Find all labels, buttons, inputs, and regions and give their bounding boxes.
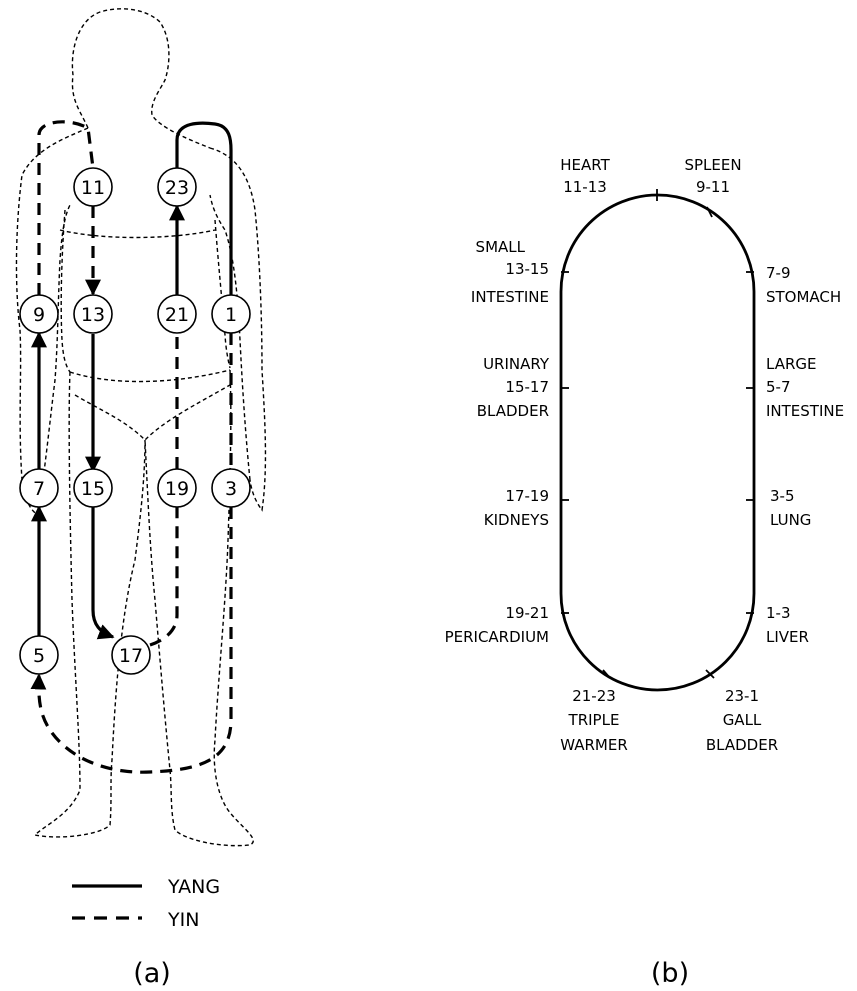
organ-time-range: 9-11: [696, 178, 730, 196]
torso-right: [215, 220, 230, 368]
yin-flow-17-19: [150, 505, 177, 645]
node-label: 1: [225, 304, 237, 326]
node-label: 13: [81, 304, 105, 326]
node-label: 5: [33, 645, 45, 667]
organ-name: LUNG: [770, 511, 811, 529]
clock-ticks: [561, 189, 754, 678]
node-label: 23: [165, 177, 189, 199]
node-label: 17: [119, 645, 143, 667]
hip-line: [75, 385, 230, 440]
left-leg-outer: [35, 372, 145, 837]
organ-name: SMALL: [476, 238, 526, 256]
organ-time-range: 19-21: [505, 604, 549, 622]
organ-time-range: 3-5: [770, 487, 795, 505]
yang-flow-15-17: [93, 505, 113, 637]
organ-time-range: 1-3: [766, 604, 791, 622]
organ-name: TRIPLE: [568, 711, 620, 729]
right-leg-outer: [145, 370, 253, 846]
node-19: 19: [158, 469, 196, 507]
organ-time-range: 15-17: [505, 378, 549, 396]
organ-name: LIVER: [766, 628, 809, 646]
organ-name: SPLEEN: [684, 156, 741, 174]
organ-name: INTESTINE: [766, 402, 844, 420]
node-5: 5: [20, 636, 58, 674]
organ-label-spleen: SPLEEN 9-11: [684, 156, 741, 196]
node-9: 9: [20, 295, 58, 333]
organ-time-range: 13-15: [505, 260, 549, 278]
node-label: 19: [165, 478, 189, 500]
organ-time-range: 17-19: [505, 487, 549, 505]
organ-time-range: 11-13: [563, 178, 607, 196]
organ-time-range: 7-9: [766, 264, 791, 282]
organ-name: STOMACH: [766, 288, 841, 306]
meridian-flows: [39, 122, 231, 772]
organ-time-range: 23-1: [725, 687, 759, 705]
legend-yin-label: YIN: [167, 909, 199, 931]
organ-name: PERICARDIUM: [445, 628, 549, 646]
organ-name: GALL: [723, 711, 762, 729]
node-15: 15: [74, 469, 112, 507]
yang-flow-23-1: [177, 123, 231, 295]
node-3: 3: [212, 469, 250, 507]
node-7: 7: [20, 469, 58, 507]
node-17: 17: [112, 636, 150, 674]
node-label: 11: [81, 177, 105, 199]
node-23: 23: [158, 168, 196, 206]
node-21: 21: [158, 295, 196, 333]
organ-name: KIDNEYS: [484, 511, 549, 529]
organ-name: LARGE: [766, 355, 817, 373]
organ-name: INTESTINE: [471, 288, 549, 306]
node-label: 3: [225, 478, 237, 500]
caption-b: (b): [651, 958, 689, 989]
organ-name: HEART: [560, 156, 610, 174]
organ-time-range: 5-7: [766, 378, 791, 396]
chest-line: [60, 230, 215, 238]
organ-label-heart: HEART 11-13: [560, 156, 610, 196]
node-label: 7: [33, 478, 45, 500]
caption-a: (a): [133, 958, 171, 989]
node-label: 15: [81, 478, 105, 500]
organ-time-range: 21-23: [572, 687, 616, 705]
node-label: 21: [165, 304, 189, 326]
node-11: 11: [74, 168, 112, 206]
head-outline: [72, 9, 210, 148]
organ-name: BLADDER: [477, 402, 549, 420]
legend: YANG YIN: [72, 876, 220, 931]
legend-yang-label: YANG: [167, 876, 220, 898]
organ-name: URINARY: [483, 355, 550, 373]
organ-label-large-intestine: LARGE 5-7INTESTINE: [766, 355, 844, 420]
node-1: 1: [212, 295, 250, 333]
node-13: 13: [74, 295, 112, 333]
organ-name: WARMER: [560, 736, 628, 754]
meridian-clock-track: [561, 195, 754, 690]
organ-name: BLADDER: [706, 736, 778, 754]
node-label: 9: [33, 304, 45, 326]
